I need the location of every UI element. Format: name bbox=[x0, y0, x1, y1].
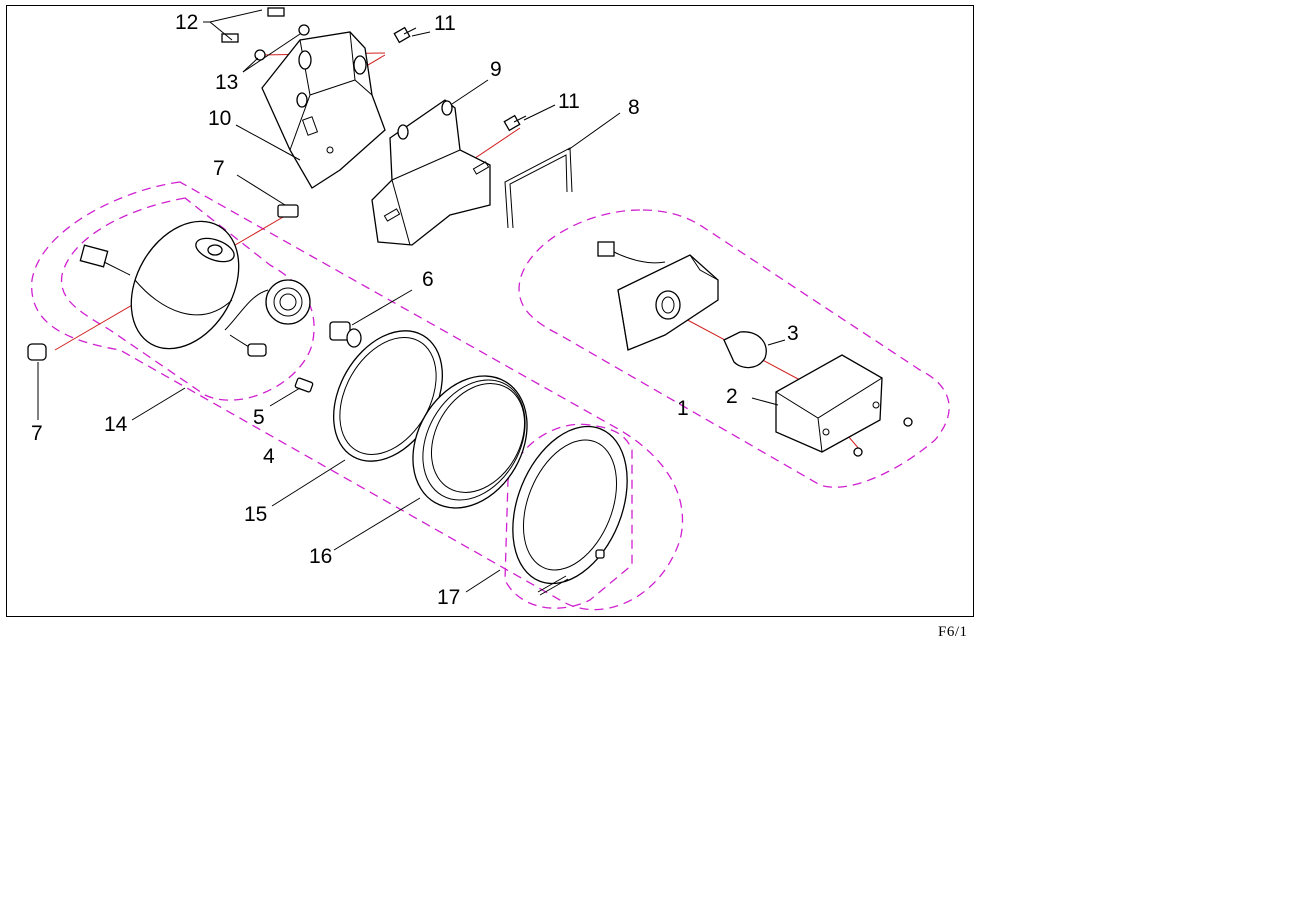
bolt-12 bbox=[221, 7, 285, 43]
tail-light-base bbox=[597, 241, 719, 351]
lower-bracket bbox=[371, 99, 491, 246]
callout-11-upper: 11 bbox=[434, 12, 456, 35]
callout-1: 1 bbox=[677, 397, 689, 420]
callout-2: 2 bbox=[726, 385, 738, 408]
callout-12: 12 bbox=[175, 11, 198, 34]
callout-17: 17 bbox=[437, 586, 460, 609]
headlight-housing-group-outline bbox=[60, 197, 315, 401]
callout-16: 16 bbox=[309, 545, 332, 568]
callout-3: 3 bbox=[787, 322, 799, 345]
callout-10: 10 bbox=[208, 107, 231, 130]
callout-14: 14 bbox=[104, 413, 128, 436]
bolt-7-upper bbox=[277, 204, 299, 218]
trim-rim bbox=[512, 425, 628, 596]
callout-7-upper: 7 bbox=[213, 157, 225, 180]
callout-11-lower: 11 bbox=[558, 90, 580, 113]
callout-8: 8 bbox=[628, 96, 640, 119]
clip bbox=[294, 377, 314, 393]
headlight-housing bbox=[79, 220, 311, 357]
tail-light-lens bbox=[775, 354, 913, 457]
callout-13: 13 bbox=[215, 71, 238, 94]
callout-labels: 12 13 11 9 11 8 10 7 6 3 2 1 5 14 7 4 15… bbox=[31, 11, 799, 609]
rim-group-outline bbox=[504, 423, 633, 609]
bolt-7-lower bbox=[27, 343, 47, 361]
tail-bulb bbox=[723, 331, 767, 369]
figure-code: F6/1 bbox=[938, 624, 968, 640]
headlight-bulb bbox=[329, 321, 362, 348]
callout-5: 5 bbox=[253, 406, 265, 429]
callout-4: 4 bbox=[263, 445, 275, 468]
tail-light-group-outline bbox=[518, 209, 950, 488]
leader-lines bbox=[37, 9, 786, 593]
callout-9: 9 bbox=[490, 58, 502, 81]
callout-6: 6 bbox=[422, 268, 434, 291]
headlight-lens bbox=[412, 375, 528, 509]
washer-13 bbox=[254, 24, 310, 61]
callout-15: 15 bbox=[244, 503, 267, 526]
hex-key bbox=[504, 147, 573, 229]
upper-mounting-bracket bbox=[261, 31, 386, 189]
headlight-assembly-group-outline bbox=[31, 181, 684, 611]
bolt-11-upper bbox=[393, 26, 417, 44]
callout-7-lower: 7 bbox=[31, 422, 43, 445]
bolt-11-lower bbox=[503, 114, 527, 132]
